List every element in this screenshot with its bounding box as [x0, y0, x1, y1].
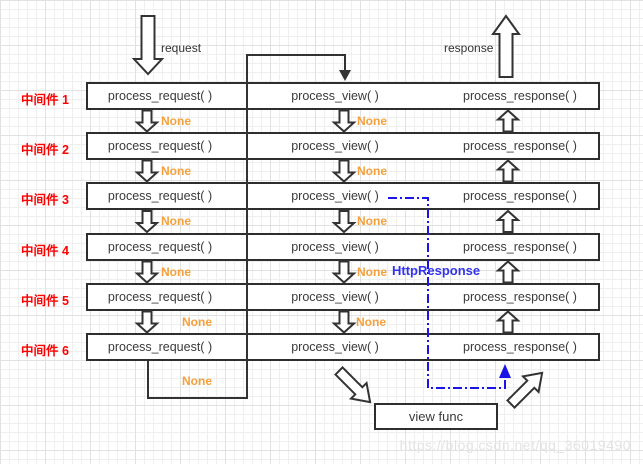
- none-label: None: [357, 214, 387, 228]
- down-arrow-icon: [333, 159, 355, 183]
- none-label: None: [357, 114, 387, 128]
- process-view-cell: process_view( ): [291, 139, 379, 153]
- process-response-cell: process_response( ): [463, 139, 577, 153]
- loop-arrowhead-icon: [339, 70, 351, 81]
- view-func-label: view func: [408, 409, 464, 424]
- up-arrow-icon: [497, 159, 519, 183]
- watermark: https://blog.csdn.net/qq_36019490: [399, 437, 631, 453]
- middleware-row-6: process_request( ) process_view( ) proce…: [86, 333, 600, 361]
- down-arrow-icon: [333, 310, 355, 334]
- middleware-row-3: process_request( ) process_view( ) proce…: [86, 182, 600, 210]
- middleware-label-5: 中间件 5: [21, 294, 69, 308]
- down-arrow-icon: [136, 210, 158, 233]
- none-label: None: [161, 214, 191, 228]
- none-label: None: [182, 315, 212, 329]
- down-arrow-icon: [333, 210, 355, 233]
- up-arrow-icon: [497, 210, 519, 233]
- view-func-box: view func: [374, 403, 498, 430]
- down-arrow-icon: [136, 310, 158, 334]
- up-arrow-icon: [497, 109, 519, 133]
- http-response-label: HttpResponse: [392, 263, 481, 278]
- process-request-cell: process_request( ): [107, 89, 213, 103]
- middleware-label-3: 中间件 3: [21, 193, 69, 207]
- middleware-label-1: 中间件 1: [21, 93, 69, 107]
- middleware-row-1: process_request( ) process_view( ) proce…: [86, 82, 600, 110]
- process-response-cell: process_response( ): [463, 189, 577, 203]
- up-arrow-icon: [497, 260, 519, 284]
- from-view-func-arrow-icon: [506, 371, 544, 409]
- process-request-cell: process_request( ): [107, 290, 213, 304]
- none-label: None: [356, 315, 386, 329]
- none-label: None: [357, 265, 387, 279]
- process-view-cell: process_view( ): [291, 89, 379, 103]
- none-label: None: [161, 265, 191, 279]
- process-request-cell: process_request( ): [107, 139, 213, 153]
- request-label: request: [161, 41, 202, 55]
- middleware-row-2: process_request( ) process_view( ) proce…: [86, 132, 600, 160]
- down-arrow-icon: [136, 260, 158, 284]
- process-response-cell: process_response( ): [463, 240, 577, 254]
- to-view-func-arrow-icon: [330, 362, 379, 411]
- middleware-label-2: 中间件 2: [21, 143, 69, 157]
- process-view-cell: process_view( ): [291, 290, 379, 304]
- response-arrow-icon: [491, 14, 521, 78]
- none-label: None: [161, 114, 191, 128]
- none-label: None: [357, 164, 387, 178]
- response-label: response: [444, 41, 494, 55]
- middleware-row-5: process_request( ) process_view( ) proce…: [86, 283, 600, 311]
- middleware-row-4: process_request( ) process_view( ) proce…: [86, 233, 600, 261]
- http-response-arrowhead-icon: [499, 364, 511, 378]
- none-label: None: [161, 164, 191, 178]
- process-response-cell: process_response( ): [463, 290, 577, 304]
- down-arrow-icon: [136, 109, 158, 133]
- middleware-label-6: 中间件 6: [21, 344, 69, 358]
- process-view-cell: process_view( ): [291, 240, 379, 254]
- down-arrow-icon: [333, 260, 355, 284]
- request-arrow-icon: [131, 15, 165, 76]
- process-request-cell: process_request( ): [107, 189, 213, 203]
- process-request-cell: process_request( ): [107, 340, 213, 354]
- process-view-cell: process_view( ): [291, 340, 379, 354]
- process-view-cell: process_view( ): [291, 189, 379, 203]
- process-request-cell: process_request( ): [107, 240, 213, 254]
- process-response-cell: process_response( ): [463, 89, 577, 103]
- up-arrow-icon: [497, 310, 519, 334]
- process-response-cell: process_response( ): [463, 340, 577, 354]
- down-arrow-icon: [333, 109, 355, 133]
- none-label: None: [182, 374, 212, 388]
- down-arrow-icon: [136, 159, 158, 183]
- middleware-label-4: 中间件 4: [21, 244, 69, 258]
